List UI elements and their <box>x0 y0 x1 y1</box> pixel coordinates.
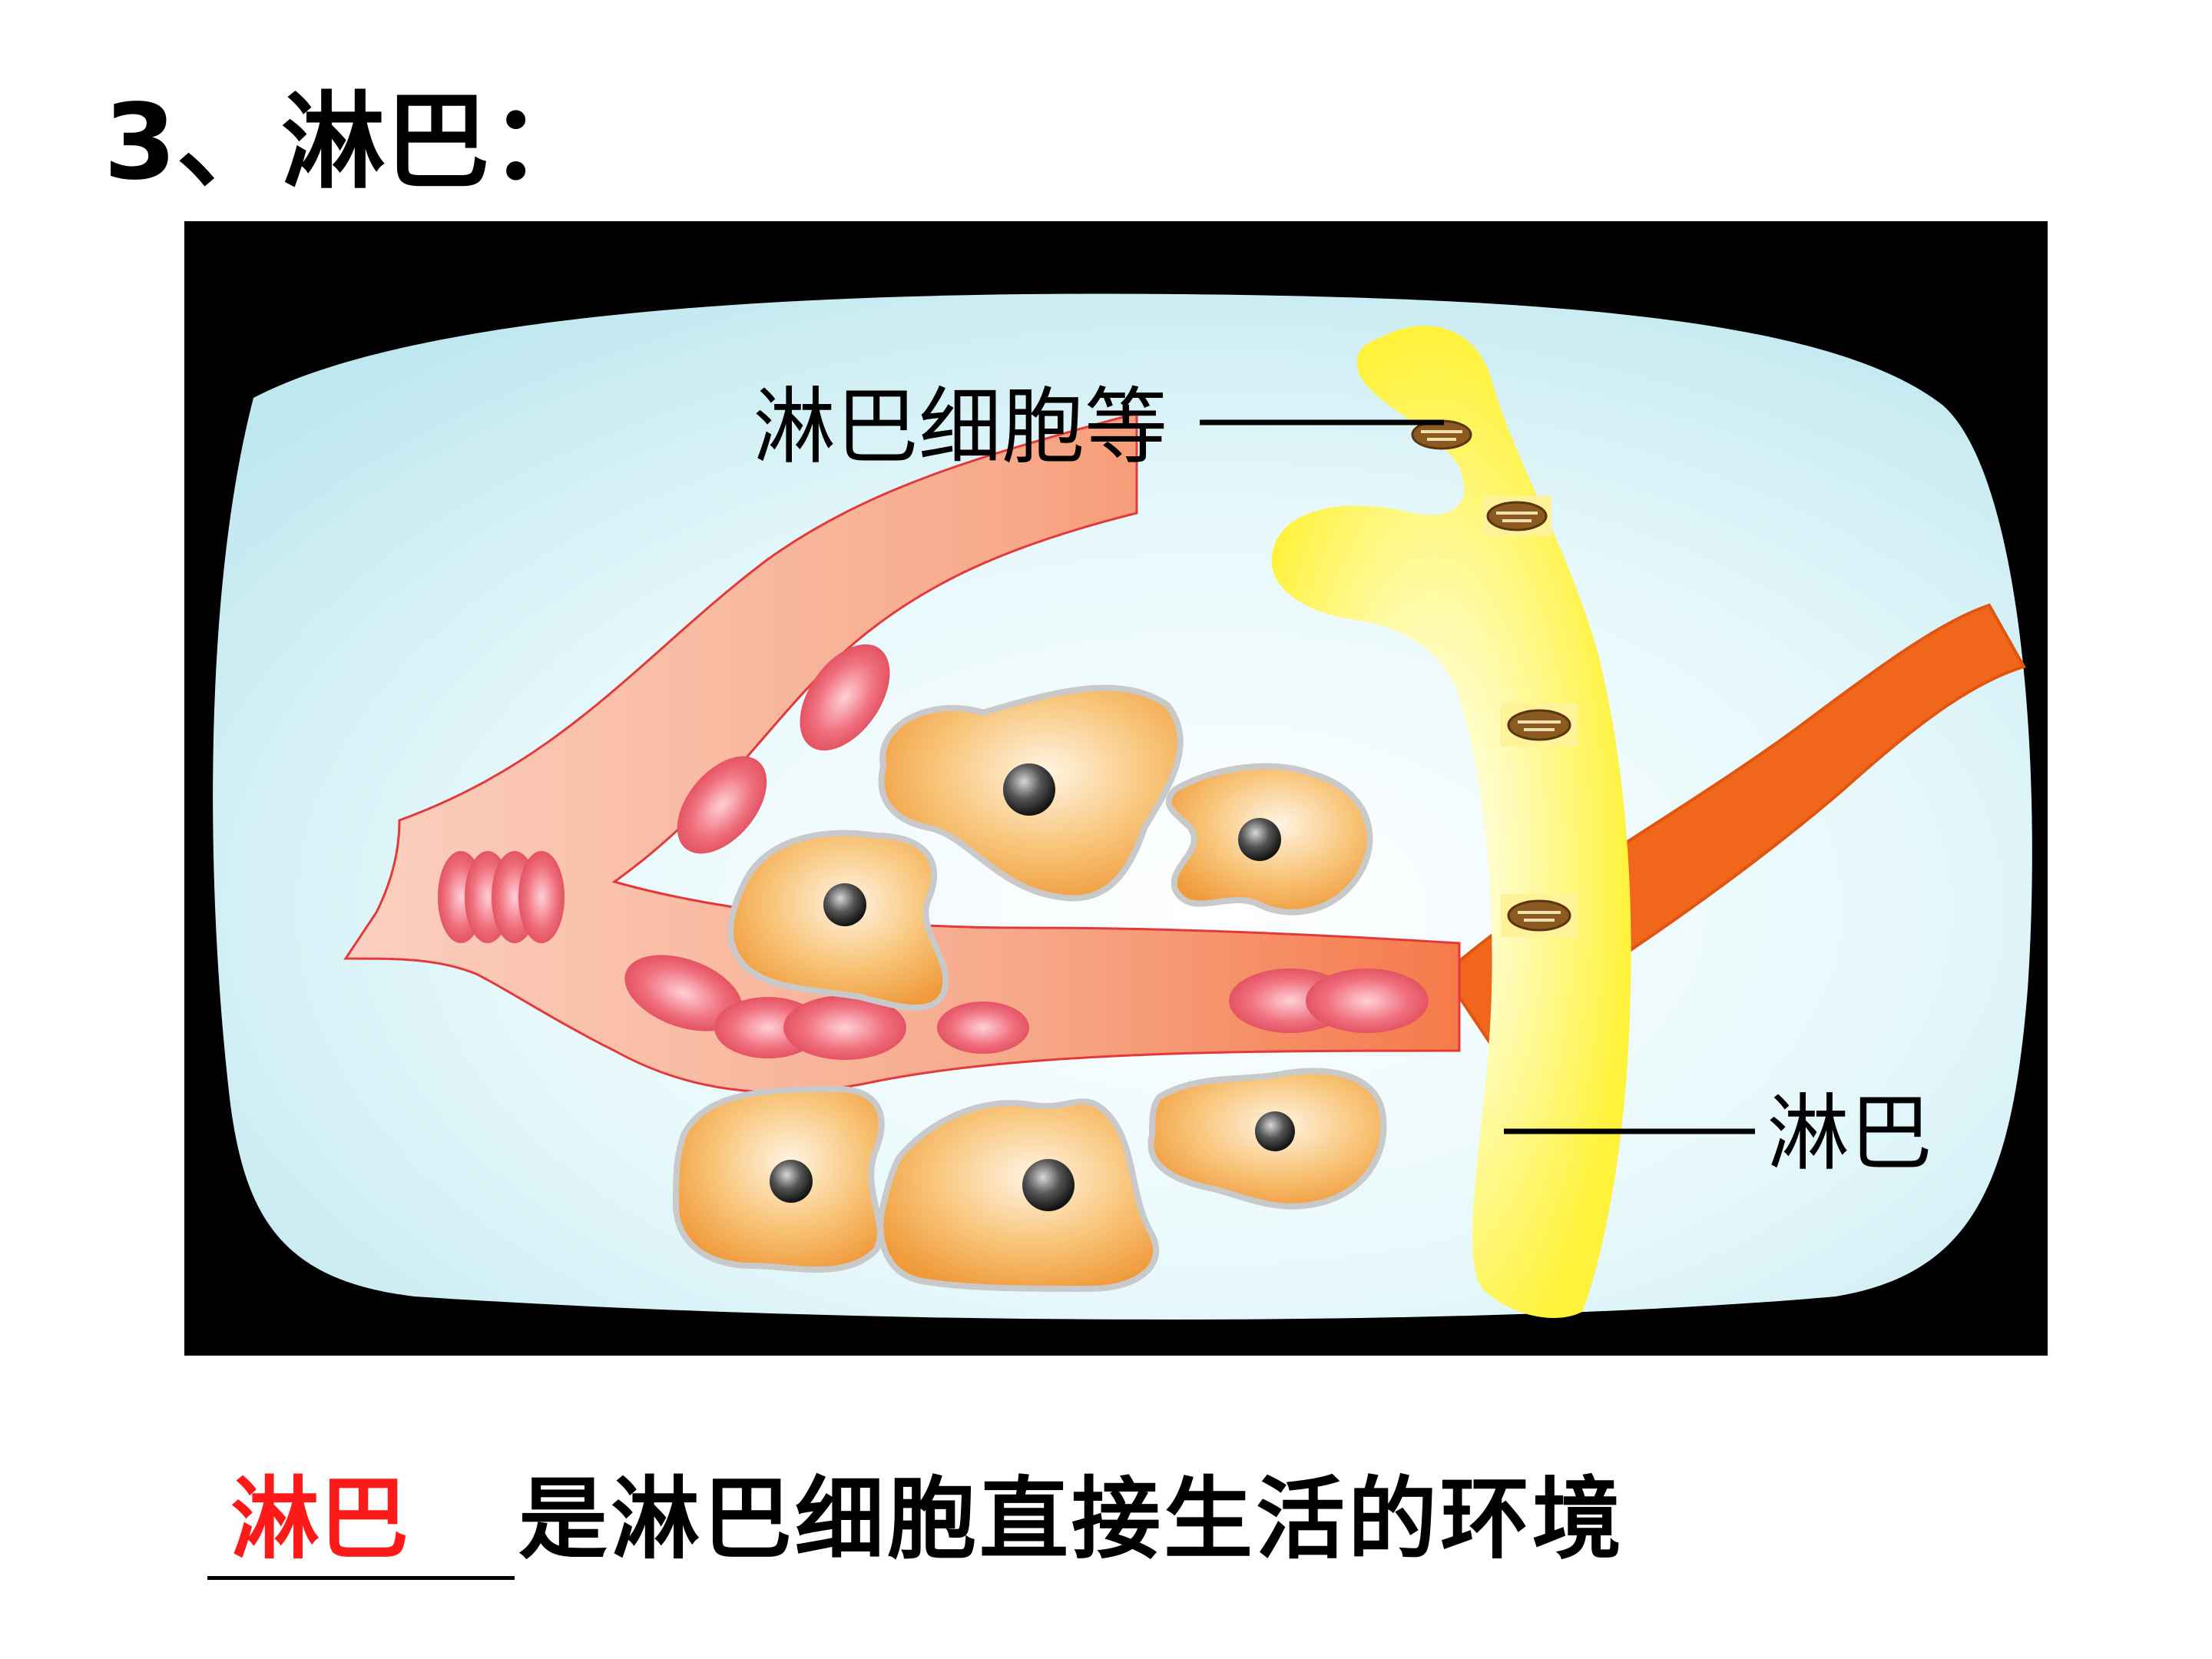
red-blood-cell <box>783 995 906 1060</box>
tissue-cell <box>877 1098 1160 1293</box>
cell-nucleus <box>770 1160 813 1203</box>
lymphocytes <box>1411 419 1578 937</box>
red-blood-cell <box>518 851 565 943</box>
fill-in-answer: 淋巴 <box>230 1468 409 1571</box>
statement-row: 淋巴 是淋巴细胞直接生活的环境 <box>207 1471 2174 1601</box>
lymphocyte <box>1501 894 1578 937</box>
label-lymph: 淋巴 <box>1767 1086 1932 1182</box>
red-blood-cell <box>1306 969 1429 1033</box>
diagram-canvas: 淋巴细胞等 淋巴 <box>184 221 2048 1356</box>
red-blood-cell <box>937 1002 1029 1054</box>
red-blood-cell <box>800 644 890 751</box>
slide-title: 3、淋巴： <box>104 82 594 204</box>
lymph-vessel <box>1271 326 1631 1319</box>
cell-nucleus <box>1238 818 1281 861</box>
cell-nucleus <box>823 883 866 926</box>
cell-nucleus <box>1022 1159 1075 1211</box>
label-lymphocytes: 淋巴细胞等 <box>753 379 1167 475</box>
lymphocyte <box>1411 419 1472 450</box>
lymph-diagram: 淋巴细胞等 淋巴 <box>184 221 2048 1356</box>
lymphocyte <box>1501 704 1578 747</box>
cell-nucleus <box>1003 763 1055 816</box>
red-blood-cell <box>677 756 767 854</box>
blood-capillary <box>343 412 1461 1094</box>
lymphocyte <box>1482 496 1551 536</box>
cell-nucleus <box>1255 1111 1295 1151</box>
red-blood-cells <box>438 644 1429 1060</box>
tissue-cells <box>672 684 1387 1293</box>
red-blood-cell <box>624 955 743 1031</box>
fill-in-blank-line <box>207 1576 515 1580</box>
statement-text: 是淋巴细胞直接生活的环境 <box>518 1468 1624 1571</box>
